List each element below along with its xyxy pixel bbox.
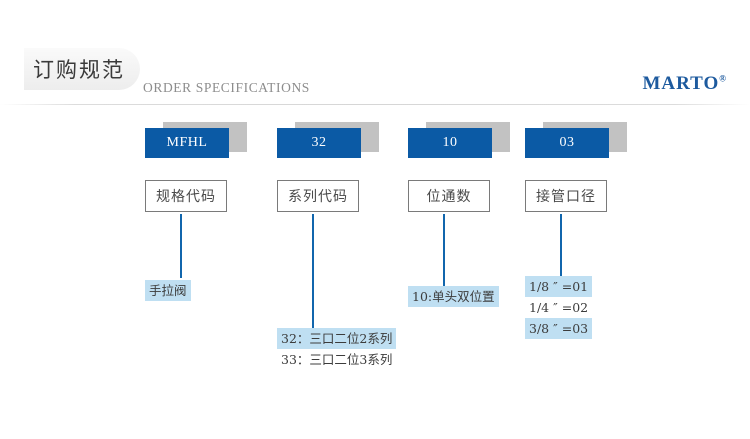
option-item[interactable]: 1/4 ″ =02 <box>529 300 589 315</box>
code-label-box: 位通数 <box>408 180 490 212</box>
option-list: 手拉阀 <box>145 280 191 301</box>
code-label-box: 规格代码 <box>145 180 227 212</box>
code-chip[interactable]: 10 <box>408 128 492 158</box>
registered-trademark-icon: ® <box>719 73 726 84</box>
header-divider <box>0 104 750 105</box>
option-item[interactable]: 32：三口二位2系列 <box>277 328 397 349</box>
option-list: 1/8 ″ =01 1/4 ″ =02 3/8 ″ =03 <box>525 276 593 339</box>
code-label-box: 接管口径 <box>525 180 607 212</box>
connector-line <box>180 214 182 278</box>
option-item[interactable]: 10:单头双位置 <box>408 286 499 307</box>
page-header: 订购规范 ORDER SPECIFICATIONS MARTO® <box>0 0 750 105</box>
connector-line <box>312 214 314 332</box>
code-chip[interactable]: 03 <box>525 128 609 158</box>
code-chip[interactable]: 32 <box>277 128 361 158</box>
brand-logo: MARTO® <box>642 73 726 95</box>
connector-line <box>443 214 445 292</box>
option-item[interactable]: 3/8 ″ =03 <box>525 318 593 339</box>
title-plate-decoration <box>24 48 140 90</box>
page-subtitle: ORDER SPECIFICATIONS <box>143 80 310 95</box>
brand-name: MARTO <box>642 73 720 94</box>
option-item[interactable]: 1/8 ″ =01 <box>525 276 593 297</box>
option-list: 32：三口二位2系列 33：三口二位3系列 <box>277 328 397 370</box>
code-chip[interactable]: MFHL <box>145 128 229 158</box>
option-item[interactable]: 手拉阀 <box>145 280 191 301</box>
code-label-box: 系列代码 <box>277 180 359 212</box>
option-item[interactable]: 33：三口二位3系列 <box>281 352 393 367</box>
connector-line <box>560 214 562 282</box>
option-list: 10:单头双位置 <box>408 286 499 307</box>
page-title: 订购规范 <box>33 58 125 82</box>
